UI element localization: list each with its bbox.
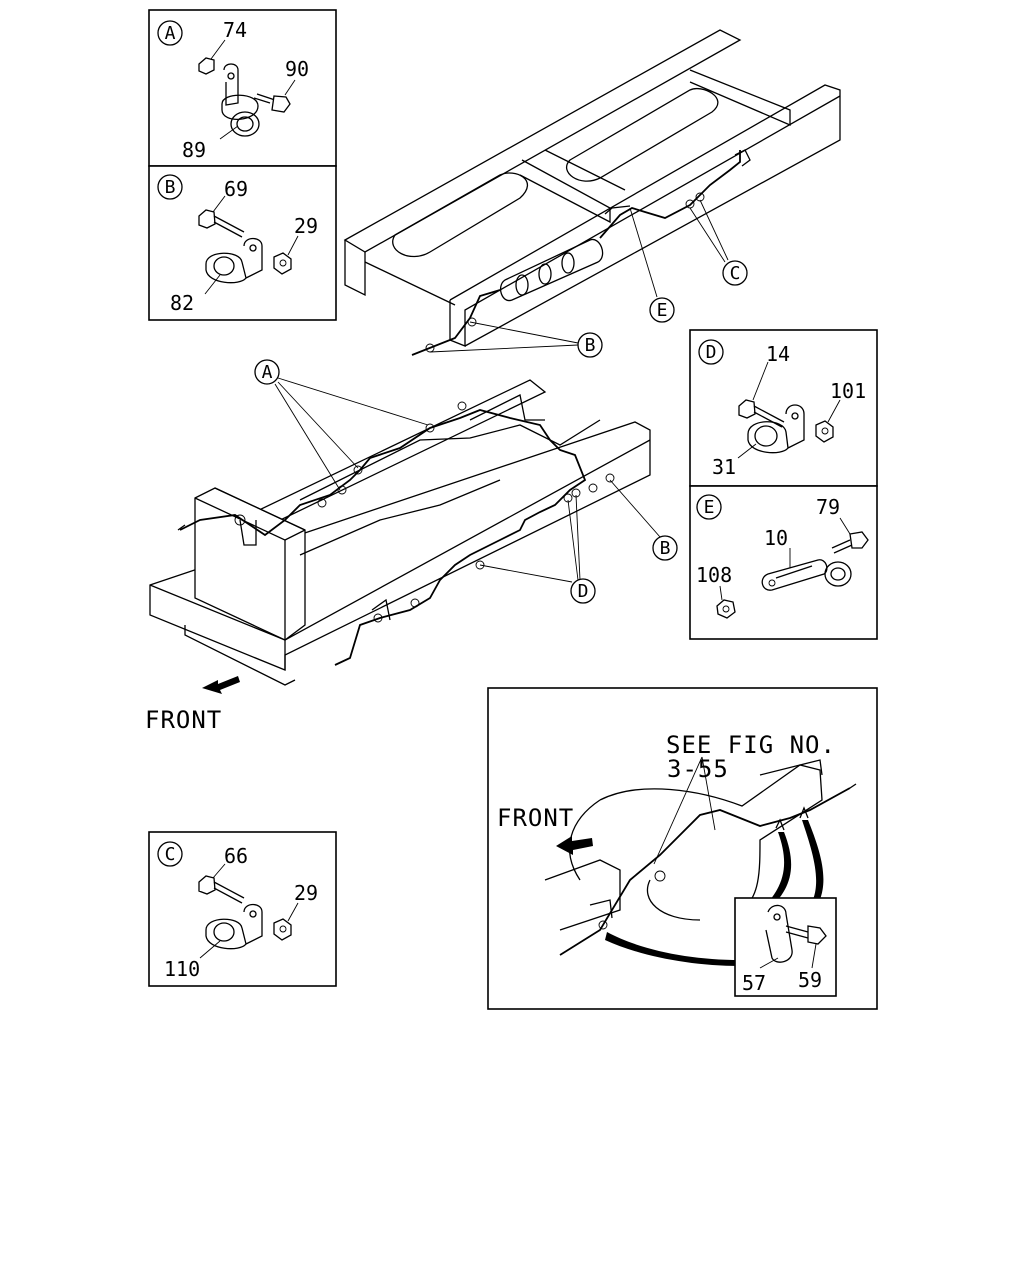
callout-d: D [479,494,596,604]
callout-a: A [254,359,429,491]
detail-c-panel: C 66 29 110 [148,831,337,987]
detail-d-letter: D [706,342,717,363]
label-89: 89 [182,138,206,162]
detail-c-letter: C [165,844,176,865]
detail-d-panel: D 14 101 31 [689,329,878,487]
see-fig-inset: SEE FIG NO. 3-55 FRONT [487,687,878,1010]
label-14: 14 [766,342,790,366]
front-label: FRONT [145,706,222,734]
callout-b-letter-upper: B [585,335,596,356]
detail-b-panel: B 69 29 82 [148,165,337,321]
inset-front-arrow-icon [556,836,593,855]
callout-e: E [629,207,675,323]
inset-front-label: FRONT [497,804,574,832]
clamp-bracket-d-icon [738,399,834,454]
label-79: 79 [816,495,840,519]
clamp-bracket-c-icon [198,875,292,950]
label-59: 59 [798,968,822,992]
see-fig-line1: SEE FIG NO. [666,731,836,759]
detail-e-panel: E 79 10 108 [689,485,878,640]
detail-a-panel: A 74 90 89 [148,9,337,167]
label-57: 57 [742,971,766,995]
clip-57-icon [765,904,793,963]
label-108: 108 [696,563,732,587]
label-29: 29 [294,214,318,238]
rear-frame-assembly [343,29,841,356]
label-74: 74 [223,18,247,42]
callout-b-lower: B [609,479,678,561]
detail-b-letter: B [165,177,176,198]
clamp-bracket-e-icon [716,531,869,619]
callout-d-letter: D [578,581,589,602]
callout-a-letter: A [262,362,273,383]
label-101: 101 [830,379,866,403]
label-90: 90 [285,57,309,81]
front-arrow-icon [202,676,240,694]
label-66: 66 [224,844,248,868]
label-10: 10 [764,526,788,550]
callout-e-letter: E [657,300,668,321]
callout-b-letter-lower: B [660,538,671,559]
label-110: 110 [164,957,200,981]
label-69: 69 [224,177,248,201]
callout-b-upper: B [429,321,603,358]
clamp-bracket-a-icon [198,57,291,137]
bolt-59-icon [785,925,827,945]
callout-c-letter: C [730,263,741,284]
front-frame-assembly [149,379,651,686]
label-29-c: 29 [294,881,318,905]
see-fig-line2: 3-55 [667,755,729,783]
detail-a-letter: A [165,23,176,44]
label-31: 31 [712,455,736,479]
callout-c: C [689,199,748,286]
detail-e-letter: E [704,497,715,518]
fuel-filter-icon [499,238,604,302]
clamp-bracket-b-icon [198,209,292,284]
label-82: 82 [170,291,194,315]
